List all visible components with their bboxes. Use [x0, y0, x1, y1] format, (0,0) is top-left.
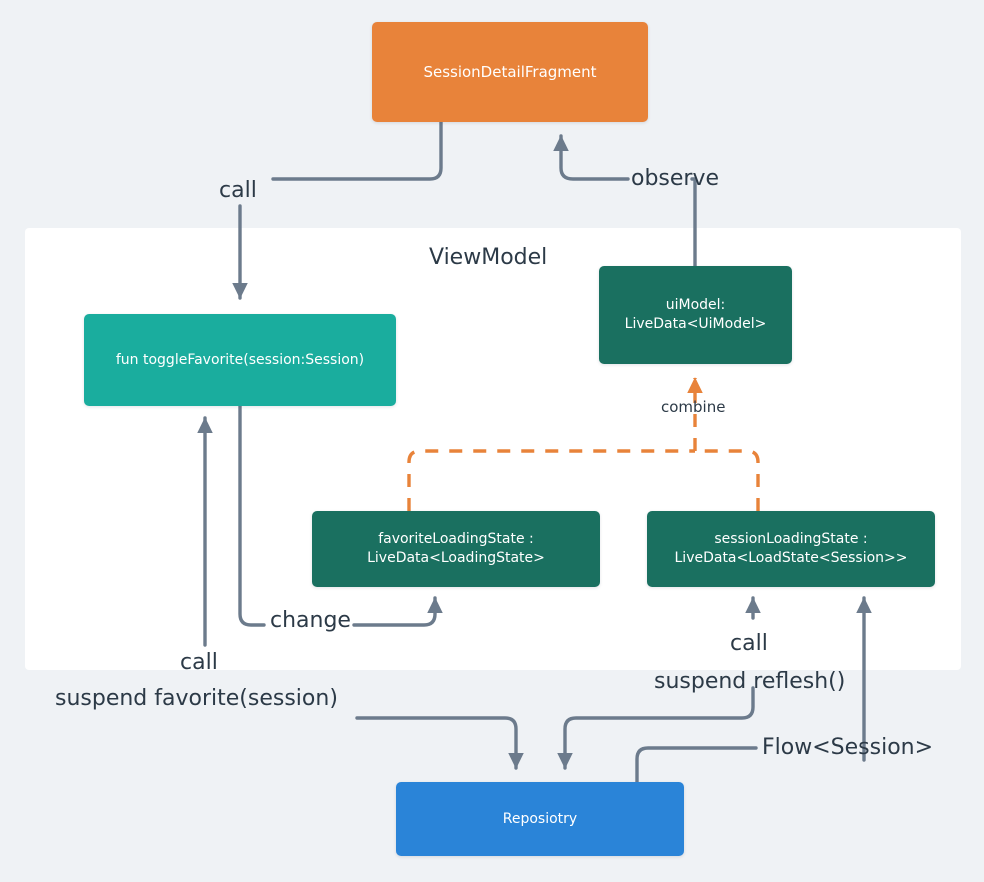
wire-suspend-favorite-repo	[355, 716, 524, 770]
node-label: Reposiotry	[502, 810, 578, 827]
node-ui-model[interactable]: uiModel: LiveData<UiModel>	[599, 266, 792, 364]
edge-label-suspend-reflesh: suspend reflesh()	[654, 669, 846, 694]
node-label: favoriteLoadingState : LiveData<LoadingS…	[367, 531, 545, 566]
node-session-detail-fragment[interactable]: SessionDetailFragment	[372, 22, 648, 122]
node-label: sessionLoadingState : LiveData<LoadState…	[674, 531, 908, 566]
wire-flow-session-to-repo	[635, 746, 758, 784]
node-repository[interactable]: Reposiotry	[396, 782, 684, 856]
wire-suspend-reflesh-repo	[557, 686, 755, 770]
wire-call-fragment-toggle	[271, 120, 443, 181]
node-toggle-favorite[interactable]: fun toggleFavorite(session:Session)	[84, 314, 396, 406]
node-favorite-loading-state[interactable]: favoriteLoadingState : LiveData<LoadingS…	[312, 511, 600, 587]
edge-label-call-session-loading: call	[730, 631, 768, 656]
edge-label-suspend-favorite: suspend favorite(session)	[55, 686, 338, 711]
node-label: uiModel: LiveData<UiModel>	[624, 297, 767, 332]
node-session-loading-state[interactable]: sessionLoadingState : LiveData<LoadState…	[647, 511, 935, 587]
edge-label-call-repo-to-toggle: call	[180, 650, 218, 675]
viewmodel-group-panel	[25, 228, 961, 670]
wire-observe-elbow	[553, 134, 630, 181]
viewmodel-group-label: ViewModel	[429, 245, 548, 270]
node-label: SessionDetailFragment	[423, 62, 597, 81]
edge-label-observe: observe	[631, 166, 720, 191]
edge-label-call-fragment-to-toggle: call	[219, 178, 257, 203]
edge-label-combine: combine	[661, 398, 726, 416]
edge-label-flow-session: Flow<Session>	[762, 735, 934, 760]
node-label: fun toggleFavorite(session:Session)	[115, 351, 365, 368]
edge-label-change: change	[270, 608, 351, 633]
